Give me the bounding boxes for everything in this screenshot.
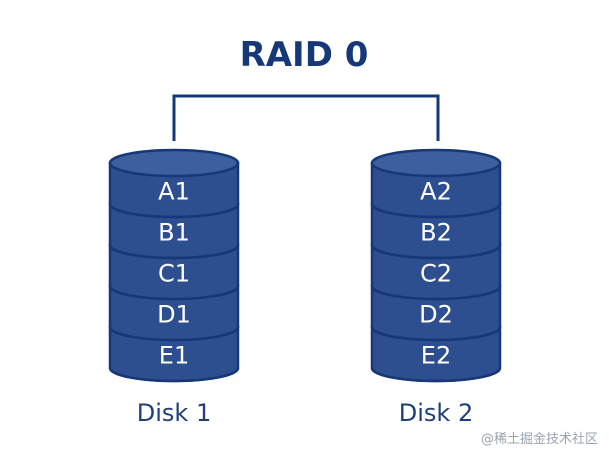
- block-label: A2: [420, 178, 452, 206]
- block-label: A1: [158, 178, 190, 206]
- segment-divider: [370, 285, 502, 301]
- block-label: B2: [420, 219, 452, 247]
- block-label: D2: [419, 301, 453, 329]
- block-label: D1: [157, 301, 191, 329]
- segment-divider: [108, 367, 240, 383]
- segment-divider: [370, 326, 502, 342]
- segment-divider: [108, 203, 240, 219]
- disk-top-cap: [108, 148, 240, 178]
- block-label: E2: [421, 342, 451, 370]
- segment-divider: [108, 285, 240, 301]
- segment-divider: [370, 203, 502, 219]
- segment-divider: [108, 326, 240, 342]
- block-label: C1: [158, 260, 190, 288]
- disk-top-cap: [370, 148, 502, 178]
- connector-line: [172, 94, 440, 141]
- disk-1-label: Disk 1: [137, 399, 211, 427]
- segment-divider: [370, 244, 502, 260]
- diagram-title: RAID 0: [240, 35, 369, 75]
- segment-divider: [108, 244, 240, 260]
- segment-divider: [370, 367, 502, 383]
- watermark: @稀土掘金技术社区: [481, 431, 598, 447]
- block-label: E1: [159, 342, 189, 370]
- block-label: C2: [420, 260, 452, 288]
- disk-2-label: Disk 2: [399, 399, 473, 427]
- block-label: B1: [158, 219, 190, 247]
